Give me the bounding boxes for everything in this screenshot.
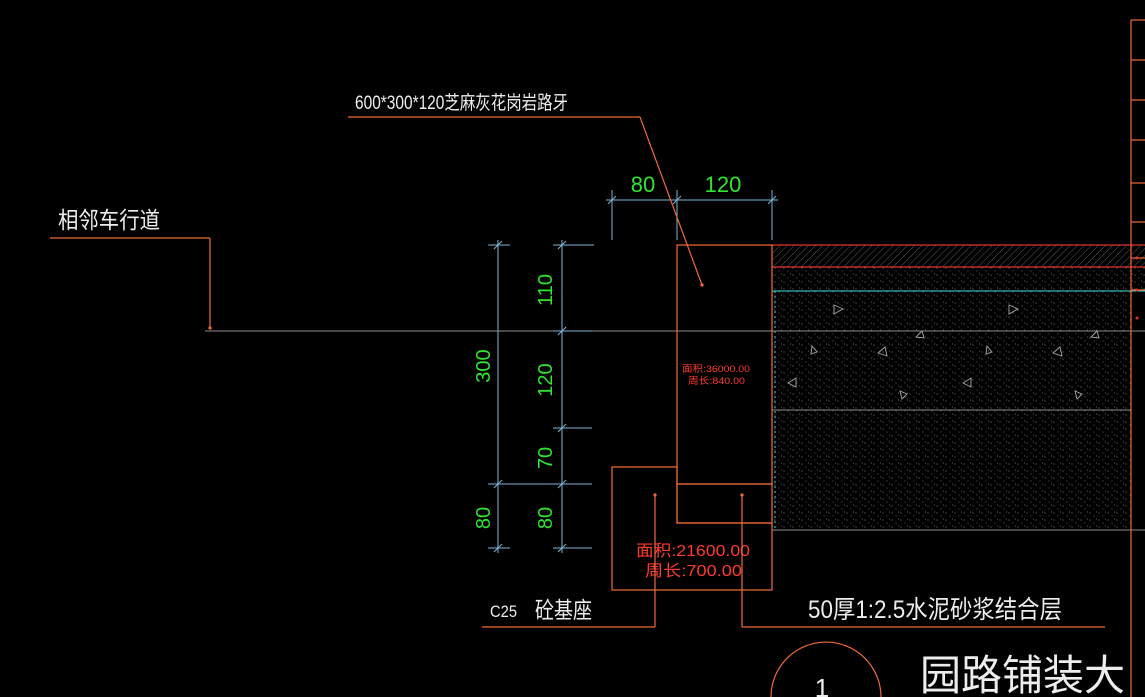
top-dim-tick-left bbox=[607, 195, 617, 205]
right-marker-dot-1 bbox=[1135, 256, 1139, 260]
segment-dim-110: 110 bbox=[535, 274, 557, 306]
right-marker-dot-3 bbox=[1135, 316, 1139, 320]
base-grade-label: C25 bbox=[490, 602, 517, 621]
curb-label-leader bbox=[639, 116, 703, 286]
base-area-readout: 面积:21600.00 bbox=[636, 542, 750, 560]
segment-dim-80: 80 bbox=[535, 507, 557, 529]
detail-title: 园路铺装大 bbox=[920, 652, 1125, 697]
total-dim-300: 300 bbox=[473, 349, 495, 382]
surface-layer bbox=[772, 245, 1145, 267]
segment-dim-tick-548 bbox=[557, 543, 567, 553]
right-marker-dot-2 bbox=[1135, 288, 1139, 292]
segment-dim-70: 70 bbox=[535, 447, 557, 469]
bedding-layer bbox=[772, 267, 1145, 291]
concrete-base bbox=[611, 466, 773, 591]
detail-number-circle bbox=[770, 641, 882, 697]
segment-dim-tick-331 bbox=[557, 326, 567, 336]
top-dim-80: 80 bbox=[631, 172, 655, 197]
mortar-leader-dot bbox=[740, 493, 744, 497]
concrete-layer-aggregate bbox=[772, 291, 1131, 410]
curb-leader-dot bbox=[700, 283, 704, 287]
segment-dim-tick-484 bbox=[557, 479, 567, 489]
top-dim-tick-mid bbox=[672, 195, 682, 205]
segment-dim-tick-428 bbox=[557, 423, 567, 433]
mortar-layer-label: 50厚1:2.5水泥砂浆结合层 bbox=[808, 596, 1062, 624]
curb-area-readout: 面积:36000.00 bbox=[682, 363, 750, 375]
total-dim-tick-mid bbox=[493, 479, 503, 489]
segment-dim-tick-245 bbox=[557, 240, 567, 250]
lane-leader-dot bbox=[208, 326, 212, 330]
total-dim-80: 80 bbox=[473, 507, 495, 529]
total-dim-tick-top bbox=[493, 240, 503, 250]
top-dim-120: 120 bbox=[705, 172, 742, 197]
subbase-layer bbox=[772, 410, 1131, 530]
base-leader-dot bbox=[653, 493, 657, 497]
detail-number: 1 bbox=[815, 673, 829, 697]
curb-material-label: 600*300*120芝麻灰花岗岩路牙 bbox=[355, 92, 568, 114]
curb-perimeter-readout: 周长:840.00 bbox=[688, 375, 745, 387]
base-perimeter-readout: 周长:700.00 bbox=[645, 562, 742, 580]
segment-dim-120: 120 bbox=[535, 363, 557, 396]
total-dim-tick-bottom bbox=[493, 543, 503, 553]
mortar-bed bbox=[676, 483, 773, 524]
base-name-label: 砼基座 bbox=[535, 597, 592, 623]
adjacent-lane-label: 相邻车行道 bbox=[58, 207, 160, 233]
top-dim-tick-right bbox=[767, 195, 777, 205]
